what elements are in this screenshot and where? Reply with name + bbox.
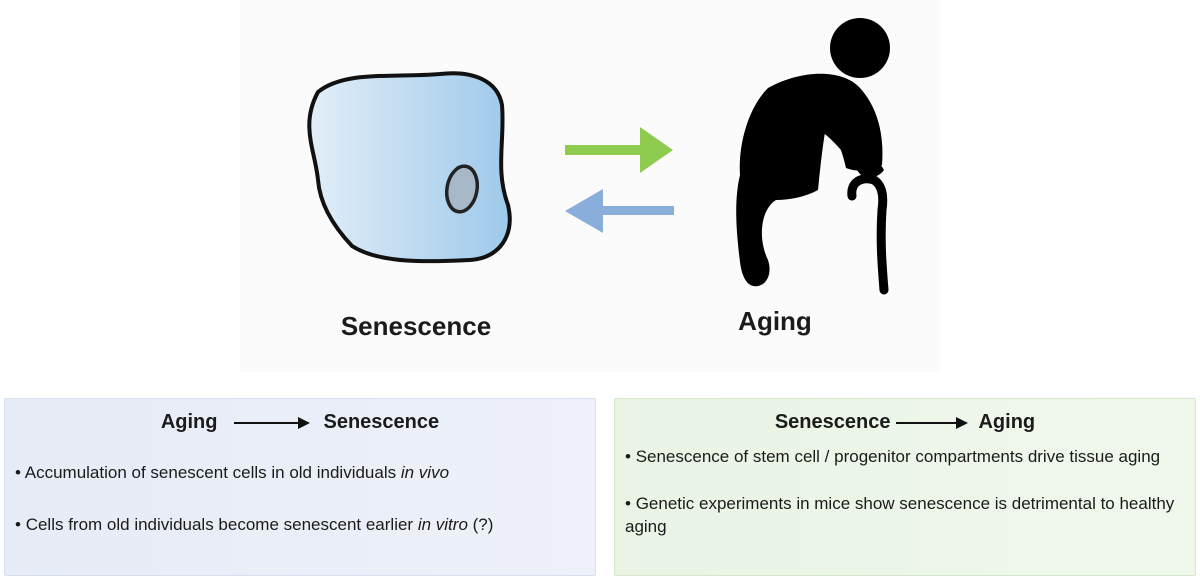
header-to: Senescence <box>323 411 440 433</box>
box-header: Senescence Aging <box>615 411 1195 434</box>
header-from: Aging <box>160 411 218 433</box>
senescence-aging-illustration <box>307 18 890 295</box>
evidence-list: Accumulation of senescent cells in old i… <box>15 461 583 565</box>
blue-left-arrow-icon <box>565 189 674 233</box>
header-to: Aging <box>978 411 1036 433</box>
box-header: Aging Senescence <box>5 411 595 434</box>
cell-nucleus <box>444 164 480 214</box>
senescence-label: Senescence <box>340 311 492 341</box>
green-right-arrow-icon <box>565 127 673 173</box>
person-head <box>830 18 890 78</box>
aging-label: Aging <box>738 306 812 336</box>
list-item: Genetic experiments in mice show senesce… <box>625 492 1183 538</box>
list-item: Cells from old individuals become senesc… <box>15 513 583 536</box>
aging-to-senescence-box: Aging Senescence Accumulation of senesce… <box>4 398 596 576</box>
elderly-person-with-cane-icon <box>736 18 890 295</box>
right-arrow-icon <box>233 416 310 429</box>
senescence-to-aging-box: Senescence Aging Senescence of stem cell… <box>614 398 1196 576</box>
person-arm <box>822 110 884 178</box>
list-item: Senescence of stem cell / progenitor com… <box>625 445 1183 468</box>
list-item: Accumulation of senescent cells in old i… <box>15 461 583 484</box>
right-arrow-icon <box>896 416 969 429</box>
cane-icon <box>847 174 889 295</box>
header-from: Senescence <box>774 411 891 433</box>
cell-membrane <box>307 71 512 264</box>
senescent-cell-icon <box>307 71 512 264</box>
evidence-list: Senescence of stem cell / progenitor com… <box>625 445 1183 562</box>
